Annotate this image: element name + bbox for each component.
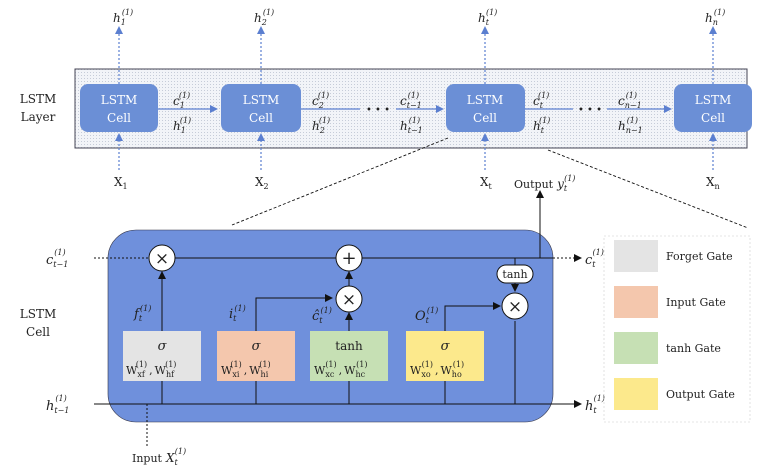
state-c-2: c2(1) — [312, 91, 329, 110]
forget-gate-fill — [123, 331, 201, 381]
gate-out-f: ft(1) — [133, 304, 151, 323]
layer-label-line1: LSTM — [20, 92, 56, 106]
h-prev-label: ht−1(1) — [46, 394, 69, 415]
lstm-cell-2: LSTM Cell — [221, 26, 301, 170]
output-h-1: h1(1) — [113, 8, 133, 27]
state-labels: c1(1) h1(1) c2(1) h2(1) ct−1(1) ht−1(1) … — [173, 91, 643, 135]
svg-text:σ: σ — [158, 339, 168, 354]
state-h-5: hn−1(1) — [618, 116, 643, 135]
state-h-3: ht−1(1) — [400, 116, 423, 135]
state-c-3: ct−1(1) — [400, 91, 422, 110]
legend-frame — [603, 235, 751, 423]
input-x-t: Xt — [480, 175, 493, 191]
svg-text:+: + — [341, 248, 356, 269]
legend-swatch-input — [614, 286, 658, 318]
svg-text:×: × — [508, 297, 522, 317]
cell-add-op: + — [335, 244, 363, 272]
forget-multiply-op: × — [148, 244, 176, 272]
svg-text:×: × — [342, 290, 356, 310]
cell-box-2 — [221, 84, 301, 132]
svg-text:LSTM: LSTM — [243, 93, 279, 107]
cell-box-4 — [674, 84, 752, 132]
legend-item-output: Output Gate — [614, 378, 735, 410]
tanh-op: tanh — [496, 264, 534, 284]
legend-item-tanh: tanh Gate — [614, 332, 721, 364]
lstm-cell-1: LSTM Cell — [80, 26, 158, 170]
svg-text:LSTM: LSTM — [695, 93, 731, 107]
layer-inputs: X1 X2 Xt Xn — [114, 175, 720, 191]
output-h-2: h2(1) — [254, 8, 274, 27]
gate-output-labels: ft(1) it(1) ĉt(1) Ot(1) — [133, 304, 438, 325]
detail-label-line1: LSTM — [20, 307, 56, 321]
svg-text:LSTM: LSTM — [101, 93, 137, 107]
lstm-cell-4: LSTM Cell — [674, 26, 752, 170]
lstm-layer: LSTM Layer • • • • • • c1(1) h1(1) c2(1)… — [20, 8, 752, 191]
input-x-1: X1 — [114, 175, 128, 191]
input-x-2: X2 — [255, 175, 269, 191]
input-multiply-op: × — [335, 285, 363, 313]
svg-text:tanh: tanh — [335, 339, 363, 353]
tanh-gate-box: tanh Wxc(1),Whc(1) — [310, 331, 388, 381]
c-prev-label: ct−1(1) — [46, 248, 68, 269]
state-c-5: cn−1(1) — [618, 91, 642, 110]
state-h-2: h2(1) — [312, 116, 330, 135]
zoom-line-left — [231, 137, 449, 226]
input-gate-box: σ Wxi(1),Whi(1) — [217, 331, 295, 381]
svg-text:σ: σ — [441, 339, 451, 354]
legend-item-input: Input Gate — [614, 286, 726, 318]
gate-out-i: it(1) — [229, 304, 246, 323]
svg-text:Wxi(1),Whi(1): Wxi(1),Whi(1) — [221, 360, 271, 379]
legend-swatch-tanh — [614, 332, 658, 364]
c-out-label: ct(1) — [585, 248, 604, 269]
cell-box-3 — [446, 84, 525, 132]
layer-outputs: h1(1) h2(1) ht(1) hn(1) — [113, 8, 725, 27]
output-h-t: ht(1) — [478, 8, 497, 27]
input-x-n: Xn — [706, 175, 720, 191]
lstm-cell-detail: LSTM Cell × — [20, 229, 605, 467]
svg-text:Input Gate: Input Gate — [666, 296, 726, 309]
h-out-label: ht(1) — [585, 394, 605, 415]
gate-out-o: Ot(1) — [415, 306, 438, 325]
svg-text:×: × — [155, 249, 169, 269]
input-gate-fill — [217, 331, 295, 381]
state-h-1: h1(1) — [173, 116, 191, 135]
svg-text:LSTM: LSTM — [467, 93, 503, 107]
svg-text:tanh Gate: tanh Gate — [666, 342, 721, 355]
svg-text:σ: σ — [252, 339, 262, 354]
svg-text:Forget Gate: Forget Gate — [666, 250, 733, 263]
svg-text:Wxo(1),Who(1): Wxo(1),Who(1) — [410, 360, 464, 379]
legend-item-forget: Forget Gate — [614, 240, 733, 272]
svg-text:tanh: tanh — [502, 268, 527, 281]
lstm-cell-3: LSTM Cell — [446, 26, 525, 170]
svg-text:Cell: Cell — [701, 111, 725, 125]
output-gate-box: σ Wxo(1),Who(1) — [406, 331, 484, 381]
state-h-4: ht(1) — [533, 116, 550, 135]
svg-text:Cell: Cell — [107, 111, 131, 125]
output-gate-fill — [406, 331, 484, 381]
state-c-4: ct(1) — [533, 91, 549, 110]
svg-text:Wxc(1),Whc(1): Wxc(1),Whc(1) — [314, 360, 367, 379]
svg-text:Cell: Cell — [473, 111, 497, 125]
zoom-line-right — [547, 149, 749, 229]
legend: Forget Gate Input Gate tanh Gate Output … — [603, 235, 751, 423]
ellipsis-2: • • • — [578, 105, 602, 116]
svg-text:Wxf(1),Whf(1): Wxf(1),Whf(1) — [126, 360, 176, 379]
svg-text:Output Gate: Output Gate — [666, 388, 735, 401]
layer-label-line2: Layer — [21, 110, 56, 124]
detail-label-line2: Cell — [26, 325, 50, 339]
legend-swatch-forget — [614, 240, 658, 272]
tanh-gate-fill — [310, 331, 388, 381]
output-multiply-op: × — [501, 292, 529, 320]
forget-gate-box: σ Wxf(1),Whf(1) — [123, 331, 201, 381]
gate-out-c: ĉt(1) — [312, 306, 332, 325]
ellipsis-1: • • • — [366, 105, 390, 116]
cell-box-1 — [80, 84, 158, 132]
output-h-n: hn(1) — [705, 8, 725, 27]
legend-swatch-output — [614, 378, 658, 410]
state-c-1: c1(1) — [173, 91, 190, 110]
svg-text:Cell: Cell — [249, 111, 273, 125]
